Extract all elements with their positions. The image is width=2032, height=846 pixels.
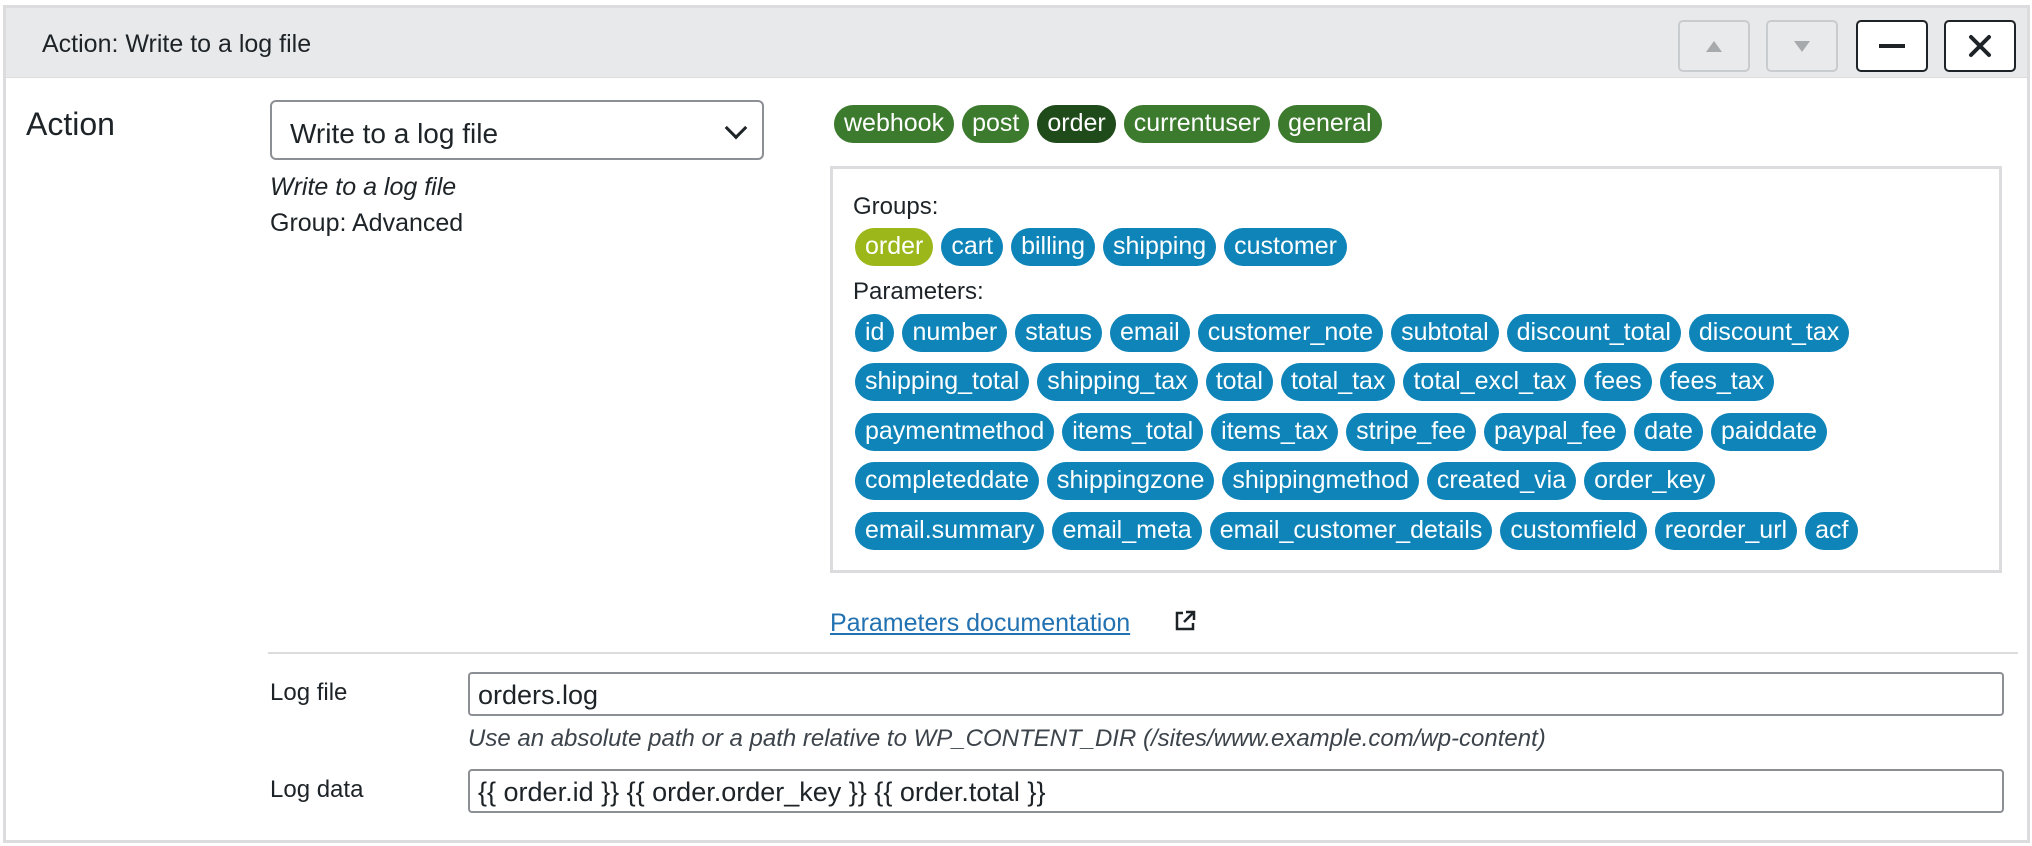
parameter-tag[interactable]: total_excl_tax (1403, 363, 1577, 401)
parameter-tag[interactable]: discount_tax (1688, 314, 1850, 352)
arrow-up-icon (1706, 40, 1722, 52)
tag-webhook[interactable]: webhook (834, 105, 955, 143)
move-up-button[interactable] (1678, 20, 1750, 72)
parameter-tag[interactable]: number (902, 314, 1008, 352)
parameter-tag[interactable]: reorder_url (1654, 512, 1798, 550)
log-file-input[interactable]: orders.log (468, 672, 2004, 716)
parameter-tag[interactable]: fees_tax (1659, 363, 1775, 401)
remove-button[interactable] (1944, 20, 2016, 72)
parameters-documentation-link[interactable]: Parameters documentation (830, 609, 1131, 637)
parameter-tag[interactable]: email_meta (1052, 512, 1202, 550)
group-tag[interactable]: order (855, 228, 934, 266)
chevron-down-icon (724, 116, 748, 140)
action-panel: Action: Write to a log file Action Write… (3, 5, 2030, 843)
log-file-help: Use an absolute path or a path relative … (468, 725, 1546, 752)
parameter-tag[interactable]: status (1015, 314, 1102, 352)
parameter-tag[interactable]: customer_note (1197, 314, 1384, 352)
parameter-tag[interactable]: email_customer_details (1209, 512, 1493, 550)
group-tag[interactable]: cart (941, 228, 1004, 266)
action-section-label: Action (26, 106, 115, 142)
action-description: Write to a log file (270, 173, 457, 201)
parameter-tag[interactable]: completeddate (855, 462, 1040, 500)
parameter-tag[interactable]: email (1109, 314, 1190, 352)
parameter-tag[interactable]: created_via (1426, 462, 1577, 500)
collapse-button[interactable] (1856, 20, 1928, 72)
external-link-icon[interactable] (1174, 610, 1196, 632)
parameter-tag[interactable]: total (1205, 363, 1273, 401)
parameter-tag[interactable]: date (1634, 413, 1703, 451)
parameter-tag[interactable]: email.summary (855, 512, 1045, 550)
action-select[interactable]: Write to a log file (270, 100, 764, 160)
tag-post[interactable]: post (962, 105, 1030, 143)
parameter-tag[interactable]: shippingzone (1047, 462, 1215, 500)
tag-general[interactable]: general (1278, 105, 1382, 143)
parameter-tag[interactable]: shippingmethod (1222, 462, 1419, 500)
parameter-tag[interactable]: paypal_fee (1483, 413, 1627, 451)
parameter-tag[interactable]: items_total (1062, 413, 1204, 451)
parameter-tag[interactable]: fees (1584, 363, 1652, 401)
log-data-label: Log data (270, 776, 364, 803)
parameter-tag[interactable]: acf (1805, 512, 1859, 550)
group-tag[interactable]: shipping (1103, 228, 1217, 266)
arrow-down-icon (1794, 40, 1810, 52)
groups-label: Groups: (853, 193, 939, 220)
parameter-tag[interactable]: order_key (1584, 462, 1716, 500)
parameter-tag[interactable]: shipping_tax (1037, 363, 1198, 401)
tag-order[interactable]: order (1037, 105, 1116, 143)
section-divider (268, 652, 2018, 654)
parameters-label: Parameters: (853, 278, 984, 305)
tag-currentuser[interactable]: currentuser (1123, 105, 1271, 143)
log-file-label: Log file (270, 679, 348, 706)
parameter-tag[interactable]: stripe_fee (1346, 413, 1476, 451)
parameter-tag[interactable]: paiddate (1710, 413, 1827, 451)
action-group: Group: Advanced (270, 209, 464, 237)
parameter-tag[interactable]: discount_total (1506, 314, 1681, 352)
parameter-tag[interactable]: shipping_total (855, 363, 1030, 401)
parameter-tag[interactable]: paymentmethod (855, 413, 1055, 451)
parameter-tag[interactable]: id (855, 314, 895, 352)
log-data-input[interactable]: {{ order.id }} {{ order.order_key }} {{ … (468, 769, 2004, 813)
group-tag[interactable]: billing (1011, 228, 1095, 266)
panel-header: Action: Write to a log file (6, 8, 2027, 78)
minus-icon (1879, 44, 1905, 48)
parameter-tag[interactable]: subtotal (1391, 314, 1499, 352)
parameter-tag[interactable]: total_tax (1280, 363, 1396, 401)
group-tag[interactable]: customer (1224, 228, 1347, 266)
move-down-button[interactable] (1766, 20, 1838, 72)
close-icon (1969, 35, 1991, 57)
panel-title: Action: Write to a log file (42, 30, 312, 58)
parameter-tag[interactable]: customfield (1500, 512, 1647, 550)
action-select-value: Write to a log file (290, 118, 499, 149)
parameter-tag[interactable]: items_tax (1211, 413, 1339, 451)
